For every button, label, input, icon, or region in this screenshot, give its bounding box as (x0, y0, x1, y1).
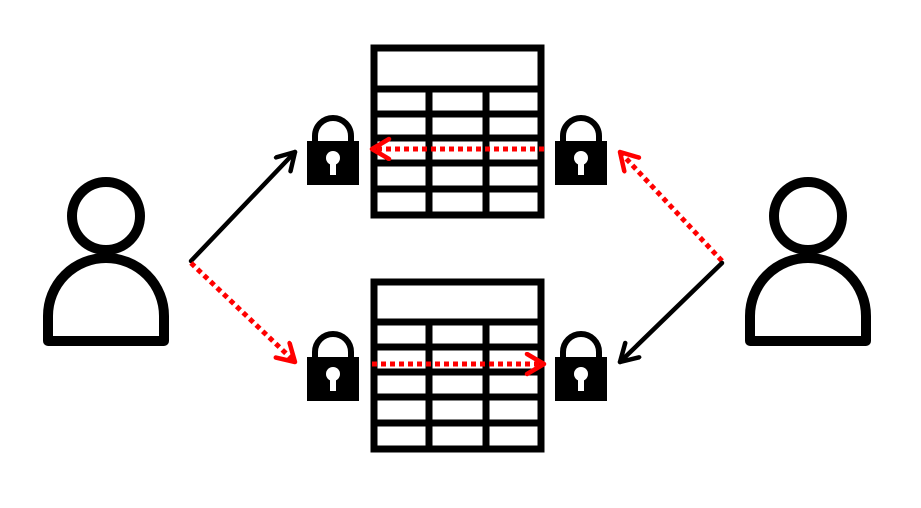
arrow-left-to-top-lock (188, 149, 298, 264)
padlock-icon (555, 331, 607, 401)
arrow-right-to-bottom-lock (617, 260, 725, 365)
arrow-right-to-top-lock (620, 152, 724, 263)
padlock-icon (307, 331, 359, 401)
arrow-left-to-bottom-lock (189, 261, 295, 362)
table-grid-icon (370, 44, 545, 219)
person-icon (43, 177, 169, 346)
person-icon (745, 177, 871, 346)
padlock-icon (555, 115, 607, 185)
padlock-icon (307, 115, 359, 185)
